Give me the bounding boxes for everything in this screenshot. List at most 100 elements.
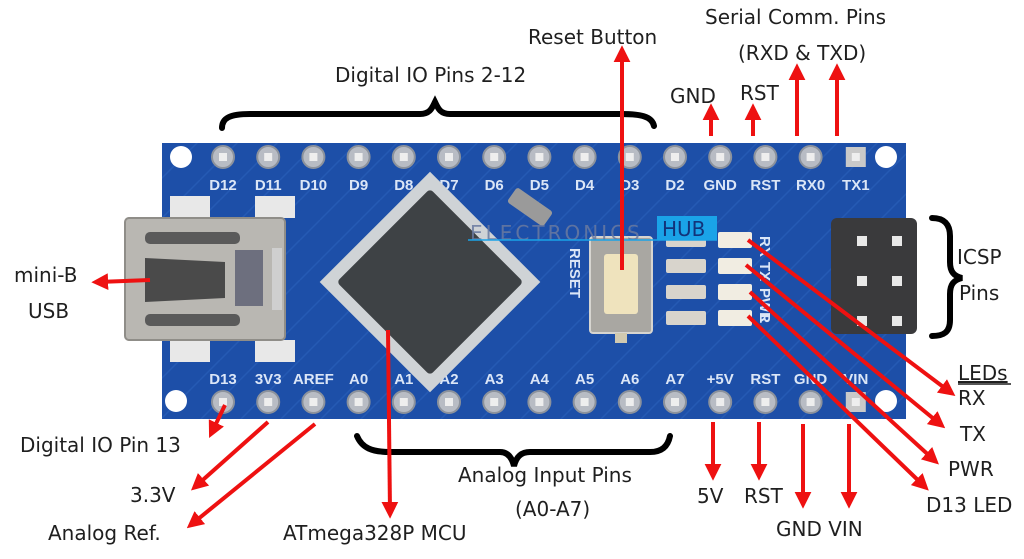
pin-hole (219, 153, 227, 161)
reset-silkscreen: RESET (566, 248, 583, 298)
pin-d11: D11 (255, 145, 282, 194)
resistor (666, 311, 706, 325)
pin-label: D8 (394, 177, 413, 194)
pin-hole (399, 153, 408, 161)
label-led-pwr: PWR (948, 457, 994, 481)
pin-hole (354, 398, 363, 406)
pin-label: A3 (485, 371, 504, 388)
pin-hole (580, 153, 589, 161)
crystal (507, 188, 553, 226)
label-leds-heading: LEDs (958, 361, 1008, 385)
pin-hole (716, 153, 725, 161)
label-analog-line2: (A0-A7) (515, 497, 590, 521)
pin-d13: D13 (209, 371, 237, 414)
pin-hole (399, 398, 408, 406)
label-top-gnd: GND (670, 84, 716, 108)
pin-hole (851, 398, 860, 406)
pin-label: GND (704, 177, 738, 194)
pin-hole (490, 153, 499, 161)
pin-a5: A5 (572, 371, 597, 414)
pin-hole (445, 153, 453, 161)
pin-label: A5 (575, 371, 594, 388)
pin-5v: +5V (707, 371, 734, 414)
label-bot-5v: 5V (697, 484, 724, 508)
pin-hole (219, 398, 227, 406)
pin-hole (806, 153, 815, 161)
pin-hole (671, 153, 679, 161)
label-icsp-line1: ICSP (957, 245, 1002, 269)
pin-label: D11 (255, 177, 282, 194)
arrow-d13 (208, 404, 227, 439)
pin-label: A7 (665, 371, 684, 388)
label-digital-io: Digital IO Pins 2-12 (335, 63, 526, 87)
mini-usb-connector (124, 196, 295, 362)
pin-label: RX0 (796, 177, 825, 194)
label-aref: Analog Ref. (48, 521, 161, 545)
pin-hole (580, 398, 589, 406)
label-mcu: ATmega328P MCU (283, 521, 467, 545)
label-bot-gnd-vin: GND VIN (776, 517, 863, 541)
pin-hole (625, 153, 634, 161)
pin-d9: D9 (346, 145, 371, 194)
pin-hole (625, 398, 634, 406)
electronics-hub-watermark: ELECTRONICS HUB (468, 216, 717, 245)
arrow-led-pwr (748, 290, 939, 465)
pin-label: TX1 (842, 177, 870, 194)
pin-hole (354, 153, 363, 161)
pin-hole (761, 398, 770, 406)
led (718, 284, 752, 300)
reset-button[interactable] (589, 236, 653, 343)
pin-label: D13 (209, 371, 237, 388)
resistor (666, 285, 706, 299)
pin-d3: D3 (617, 145, 642, 194)
watermark-text: ELECTRONICS (470, 221, 643, 245)
led (718, 310, 752, 326)
icsp-header (831, 218, 917, 334)
pin-d4: D4 (572, 145, 597, 194)
arrow-usb (91, 273, 151, 291)
pin-a1: A1 (391, 371, 416, 414)
pin-hole (851, 153, 860, 161)
pin-d5: D5 (527, 145, 552, 194)
label-led-d13: D13 LED (926, 493, 1012, 517)
arrow-aref (186, 422, 317, 529)
arrow-led-rx (746, 238, 956, 397)
pin-label: D5 (530, 177, 549, 194)
pin-label: D4 (575, 177, 595, 194)
digital-io-brace (219, 95, 657, 131)
pin-label: D3 (620, 177, 639, 194)
icsp-brace (929, 215, 963, 339)
pin-a0: A0 (346, 371, 371, 414)
mount-hole (875, 146, 897, 168)
led-silkscreen: L (756, 314, 773, 323)
pin-hole (309, 398, 318, 406)
pin-label: D12 (209, 177, 237, 194)
pin-label: 3V3 (255, 371, 282, 388)
pin-label: D9 (349, 177, 368, 194)
label-top-rst: RST (740, 81, 780, 105)
pin-hole (535, 398, 544, 406)
label-d13: Digital IO Pin 13 (20, 433, 181, 457)
pin-label: RST (750, 371, 780, 388)
analog-input-brace (354, 433, 673, 467)
label-usb-line2: USB (28, 299, 69, 323)
pin-d12: D12 (209, 145, 237, 194)
label-reset-button: Reset Button (528, 25, 657, 49)
mount-hole (165, 390, 187, 412)
led (718, 232, 752, 248)
pin-label: +5V (707, 371, 734, 388)
pin-hole (716, 398, 725, 406)
pin-hole (264, 398, 273, 406)
label-led-rx: RX (958, 386, 986, 410)
pin-hole (445, 398, 453, 406)
pin-rst: RST (750, 145, 780, 194)
pin-label: A6 (620, 371, 639, 388)
arrow-led-d13 (746, 314, 929, 491)
pin-label: A0 (349, 371, 368, 388)
label-3v3: 3.3V (130, 483, 176, 507)
pin-d2: D2 (663, 145, 687, 194)
